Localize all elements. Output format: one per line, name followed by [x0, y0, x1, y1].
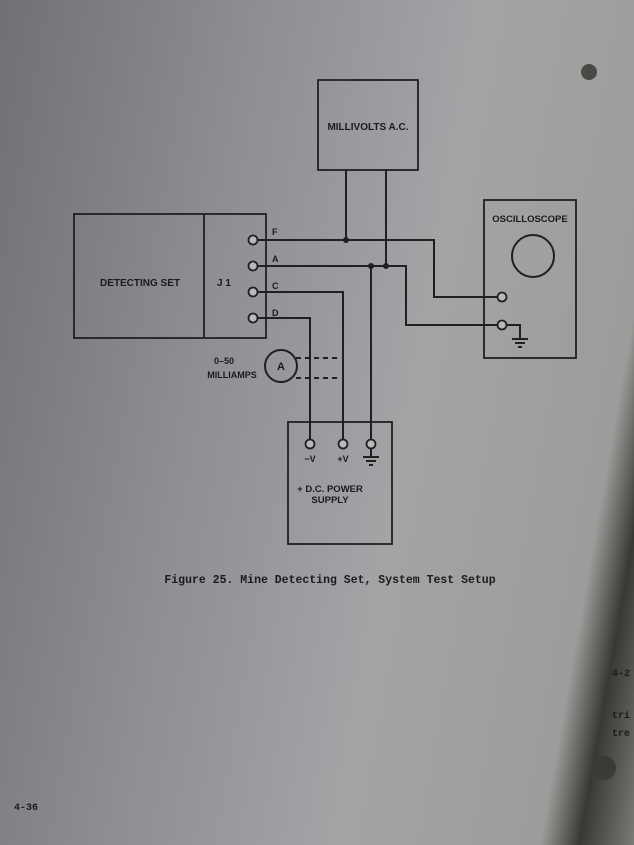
pin-label-a: A	[272, 254, 279, 264]
binder-hole	[592, 756, 616, 780]
oscilloscope: OSCILLOSCOPE	[483, 199, 577, 359]
wiring	[257, 170, 521, 441]
millivolts-label: MILLIVOLTS A.C.	[327, 122, 408, 133]
figure-caption: Figure 25. Mine Detecting Set, System Te…	[164, 574, 495, 587]
margin-fragment-1: 4-2	[612, 669, 630, 680]
ammeter-unit: MILLIAMPS	[207, 370, 257, 380]
pin-label-c: C	[272, 281, 279, 291]
terminal-ground	[365, 438, 377, 450]
ammeter-range: 0–50	[214, 356, 234, 366]
terminal-a	[247, 260, 259, 272]
terminal-d	[247, 312, 259, 324]
oscilloscope-screen-icon	[511, 234, 555, 278]
binder-hole-top	[581, 64, 597, 80]
terminal-f	[247, 234, 259, 246]
detecting-set-label: DETECTING SET	[100, 278, 180, 289]
j1-label: J 1	[217, 278, 231, 289]
power-supply-ground-icon	[363, 448, 379, 466]
dc-power-supply: −V +V + D.C. POWER SUPPLY	[287, 421, 393, 545]
oscilloscope-input-terminal	[496, 291, 508, 303]
oscilloscope-ground-icon	[512, 338, 528, 348]
terminal-c	[247, 286, 259, 298]
terminal-neg-v	[304, 438, 316, 450]
power-supply-line1: + D.C. POWER	[297, 484, 363, 495]
pin-label-d: D	[272, 308, 279, 318]
oscilloscope-label: OSCILLOSCOPE	[492, 214, 567, 225]
ammeter: A 0–50 MILLIAMPS	[207, 349, 298, 383]
pos-v-label: +V	[337, 454, 348, 464]
pin-label-f: F	[272, 227, 278, 237]
page-number: 4-36	[14, 803, 38, 814]
millivolts-meter: MILLIVOLTS A.C.	[317, 79, 419, 171]
margin-fragment-2: tri	[612, 710, 630, 722]
oscilloscope-ground-terminal	[496, 319, 508, 331]
power-supply-line2: SUPPLY	[311, 495, 349, 506]
margin-fragment-3: tre	[612, 729, 630, 740]
neg-v-label: −V	[304, 454, 315, 464]
ammeter-symbol: A	[277, 361, 285, 373]
detecting-set: DETECTING SET J 1	[73, 213, 267, 339]
terminal-pos-v	[337, 438, 349, 450]
